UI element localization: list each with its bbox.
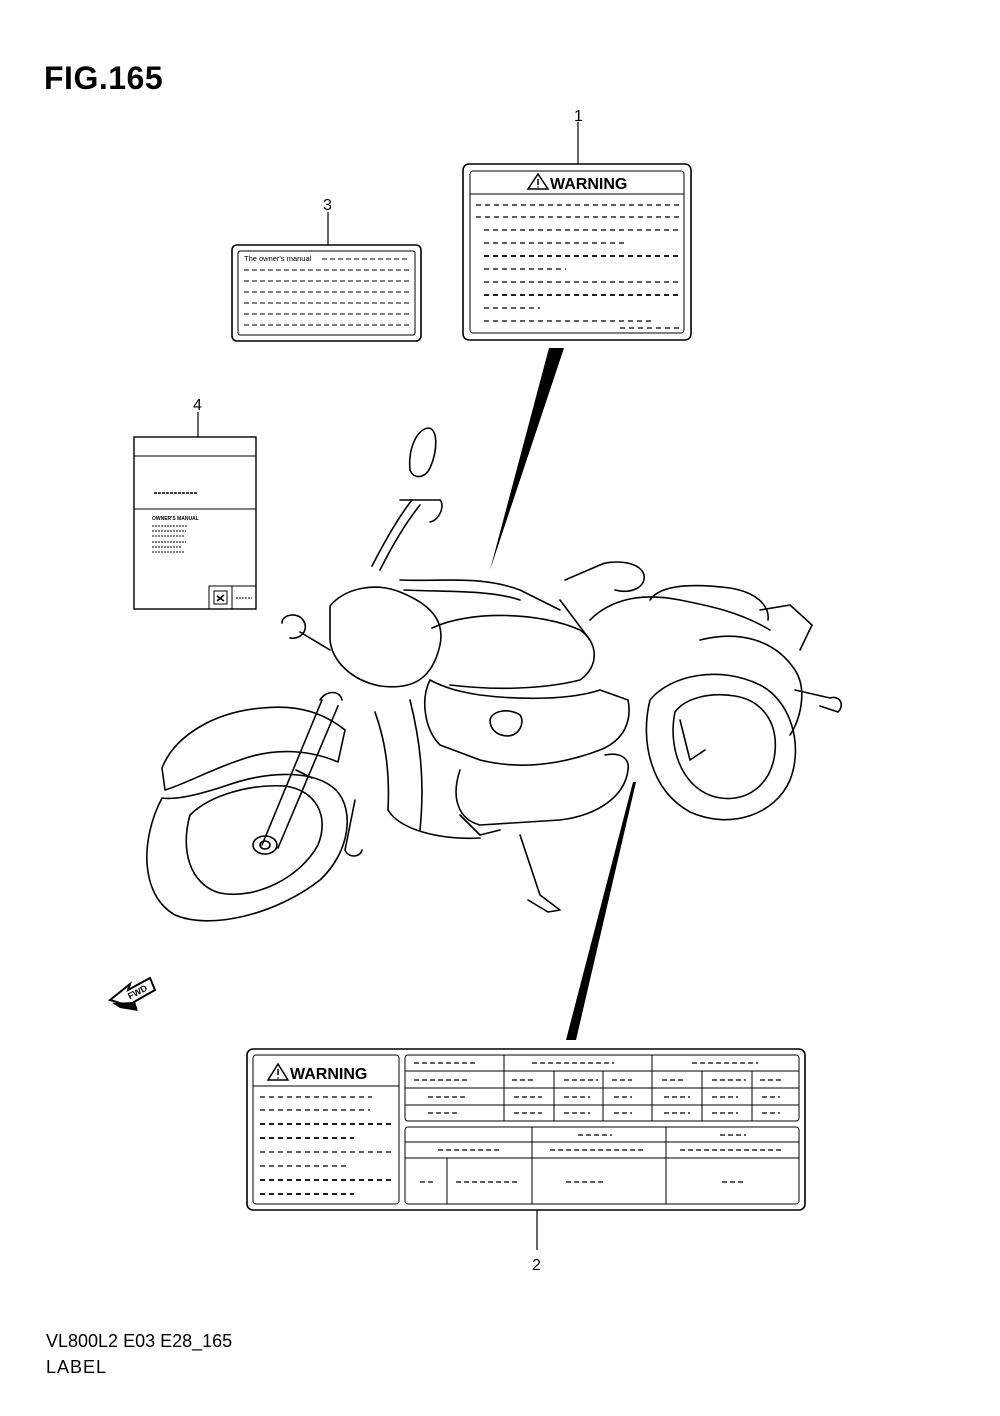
label-1-heading: WARNING (550, 176, 627, 193)
figure-title: FIG.165 (44, 60, 164, 96)
label-4-heading: OWNER'S MANUAL (152, 516, 199, 522)
pointer-label-1 (490, 348, 564, 570)
label-1-warning[interactable]: WARNING (462, 163, 692, 341)
warning-triangle-icon-2 (266, 1062, 290, 1081)
label-2-tire-warning[interactable]: WARNING (246, 1048, 806, 1211)
diagram-name: LABEL (46, 1357, 108, 1377)
label-4-owners-manual[interactable]: OWNER'S MANUAL (133, 436, 257, 610)
callout-1: 1 (574, 108, 583, 125)
motorcycle-illustration (146, 427, 842, 922)
forward-direction-arrow-icon: FWD (107, 976, 157, 1011)
pointer-label-2 (566, 782, 636, 1040)
callout-4: 4 (193, 397, 202, 414)
diagram-code: VL800L2 E03 E28_165 (46, 1331, 233, 1351)
callout-2: 2 (532, 1257, 541, 1274)
brand-logo-icon (213, 590, 228, 605)
warning-triangle-icon (526, 172, 550, 190)
callout-3: 3 (323, 197, 332, 214)
label-2-heading: WARNING (290, 1066, 367, 1083)
label-3-manual-notice[interactable]: The owner's manual (231, 244, 422, 342)
label-3-intro: The owner's manual (244, 254, 312, 263)
